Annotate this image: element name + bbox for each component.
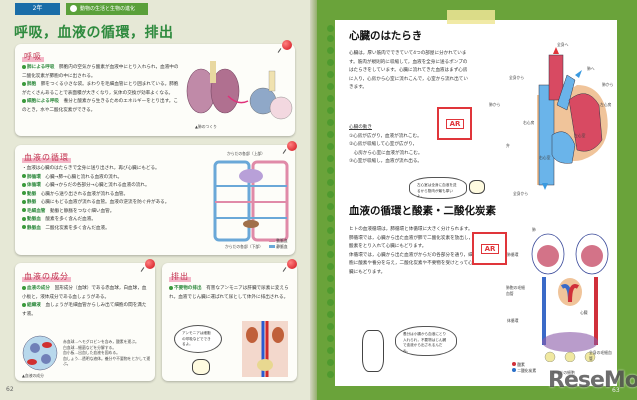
label-from-upper-body: 全身から (509, 75, 525, 80)
page-number-right: 63 (612, 387, 620, 394)
bullet-icon (22, 302, 26, 307)
pushpin-icon (287, 259, 297, 269)
panda-mascot (469, 180, 485, 194)
page-title: 呼吸，血液の循環，排出 (14, 25, 174, 41)
unit-label: 動物の生活と生物の進化 (80, 6, 136, 12)
oxygen-co2-legend: 酸素 二酸化炭素 (512, 362, 536, 374)
blood-components-heading: 血液の成分 (22, 271, 71, 282)
circulation-heading: 血液の循環 (22, 152, 71, 163)
respiration-heading: 呼吸 (22, 51, 44, 62)
ar-marker-circulation[interactable]: AR (472, 232, 507, 265)
unit-icon (70, 5, 77, 12)
bullet-icon (22, 64, 26, 69)
bullet-icon (22, 174, 26, 178)
excretion-card: 排出 不要物の排出 有害なアンモニアは肝臓で尿素に変えられ，血液でじん臓に運ばれ… (162, 259, 297, 381)
label-right-atrium: 右心房 (523, 120, 535, 125)
label-from-lung-left: 肺から (489, 102, 501, 107)
label-to-body: 全身へ (557, 42, 569, 47)
pushpin-icon (282, 40, 292, 50)
bullet-icon (22, 191, 26, 195)
bullet-icon (22, 216, 26, 221)
resemom-watermark: ReseMom (548, 368, 637, 393)
bullet-icon (22, 208, 26, 212)
heart-steps: 心臓の動き ①心房が広がり，血液が流れこむ。 ②心房が収縮して心室が広がり， 心… (349, 125, 423, 164)
circulation-text: ・血液は心臓のはたらきで全身に送り出され，再び心臓にもどる。 肺循環 心臓→肺→… (22, 166, 170, 231)
diagram-bottom-label: からだの各部（下部） (225, 244, 263, 249)
heart-speech-bubble: 左心室は全身に血液を送るから筋肉が最も厚いよ。 (409, 177, 467, 199)
ar-marker-heart[interactable]: AR (437, 107, 472, 140)
excretion-speech-bubble: アンモニアは細胞の呼吸などでできるよ。 (174, 325, 222, 353)
respiration-text: 肺による呼吸 肺胞内の空気から酸素が血液中にとり入れられ，血液中の二酸化炭素が肺… (22, 64, 179, 113)
label-systemic: 体循環 (507, 318, 519, 323)
binder-rings (327, 25, 341, 385)
label-pulmonary: 肺循環 (507, 252, 519, 257)
circulation-section-title: 血液の循環と酸素・二酸化炭素 (349, 205, 496, 217)
left-page: 2年 動物の生活と生物の進化 呼吸，血液の循環，排出 呼吸 肺による呼吸 肺胞内… (0, 0, 317, 400)
heart-section-title: 心臓のはたらき (349, 30, 423, 42)
bullet-icon (22, 225, 26, 229)
circulation-speech-bubble: 養分は小腸から血液にとり入れられ，不要物はじん臓で血液から出されるんだね。 (395, 326, 457, 356)
pushpin-icon (145, 259, 155, 269)
bullet-icon (22, 98, 26, 103)
excretion-heading: 排出 (169, 271, 191, 282)
label-heart: 心臓 (580, 310, 588, 315)
blood-cells-icon (22, 335, 58, 371)
panda-mascot (192, 359, 210, 375)
heart-body-text: 心臓は，厚い筋肉でできていて4つの部屋に分かれています。筋肉が規則的に収縮して，… (349, 51, 468, 90)
bullet-icon (22, 285, 26, 290)
label-from-lung-right: 肺から (602, 82, 614, 87)
circulation-card: 血液の循環 ・血液は心臓のはたらきで全身に送り出され，再び心臓にもどる。 肺循環… (15, 141, 297, 255)
kidney-diagram-icon (242, 321, 288, 377)
label-lung: 肺 (532, 227, 536, 232)
lung-caption: ▲肺のつくり (195, 124, 217, 129)
grade-tab: 2年 (15, 3, 60, 15)
masking-tape (447, 10, 495, 24)
unit-tab: 動物の生活と生物の進化 (66, 3, 148, 15)
book-gutter (310, 0, 317, 400)
bullet-icon (169, 285, 173, 290)
bullet-icon (22, 199, 26, 204)
label-cells: からだの細胞 (552, 370, 575, 375)
label-lung-capillary: 肺胞の毛細血管 (506, 285, 525, 296)
excretion-text: 不要物の排出 有害なアンモニアは肝臓で尿素に変えられ，血液でじん臓に運ばれて尿と… (169, 285, 289, 300)
blood-cells-labels: 赤血球…ヘモグロビンを含み，酸素を運ぶ。 白血球…細菌などを分解する。 血小板…… (63, 339, 151, 366)
label-body-capillary: 全身の毛細血管 (589, 350, 612, 361)
label-to-lung: 肺へ (587, 66, 595, 71)
blood-caption: ▲血液の成分 (22, 373, 44, 378)
blood-components-text: 血液の成分 固形成分（血球）である赤血球，白血球，血小板と，液体成分である血しょ… (22, 285, 147, 317)
label-left-ventricle: 左心室 (574, 133, 586, 138)
circulation-diagram-icon (213, 160, 289, 242)
label-valve: 弁 (506, 143, 510, 148)
lung-diagram-icon (186, 61, 293, 120)
respiration-card: 呼吸 肺による呼吸 肺胞内の空気から酸素が血液中にとり入れられ，血液中の二酸化炭… (15, 40, 295, 136)
panda-doctor-mascot (362, 330, 384, 372)
bullet-icon (22, 81, 26, 86)
blood-components-card: 血液の成分 血液の成分 固形成分（血球）である赤血球，白血球，血小板と，液体成分… (15, 259, 155, 381)
bullet-icon (22, 182, 26, 187)
label-from-lower-body: 全身から (513, 191, 529, 196)
circulation-diagram-icon (531, 233, 609, 362)
circulation-body-text: ヒトの血液循環は，肺循環と体循環に大きく分けられます。 肺循環では，心臓から出た… (349, 227, 474, 275)
diagram-top-label: からだの各部（上部） (227, 151, 265, 156)
page-number-left: 62 (6, 386, 14, 393)
circulation-legend: 動脈血 静脈血 (269, 238, 288, 250)
pushpin-icon (287, 141, 297, 151)
right-page: 心臓のはたらき 心臓は，厚い筋肉でできていて4つの部屋に分かれています。筋肉が規… (317, 0, 637, 400)
label-right-ventricle: 右心室 (539, 155, 551, 160)
label-left-atrium: 左心房 (600, 102, 612, 107)
heart-diagram-icon (537, 47, 608, 190)
